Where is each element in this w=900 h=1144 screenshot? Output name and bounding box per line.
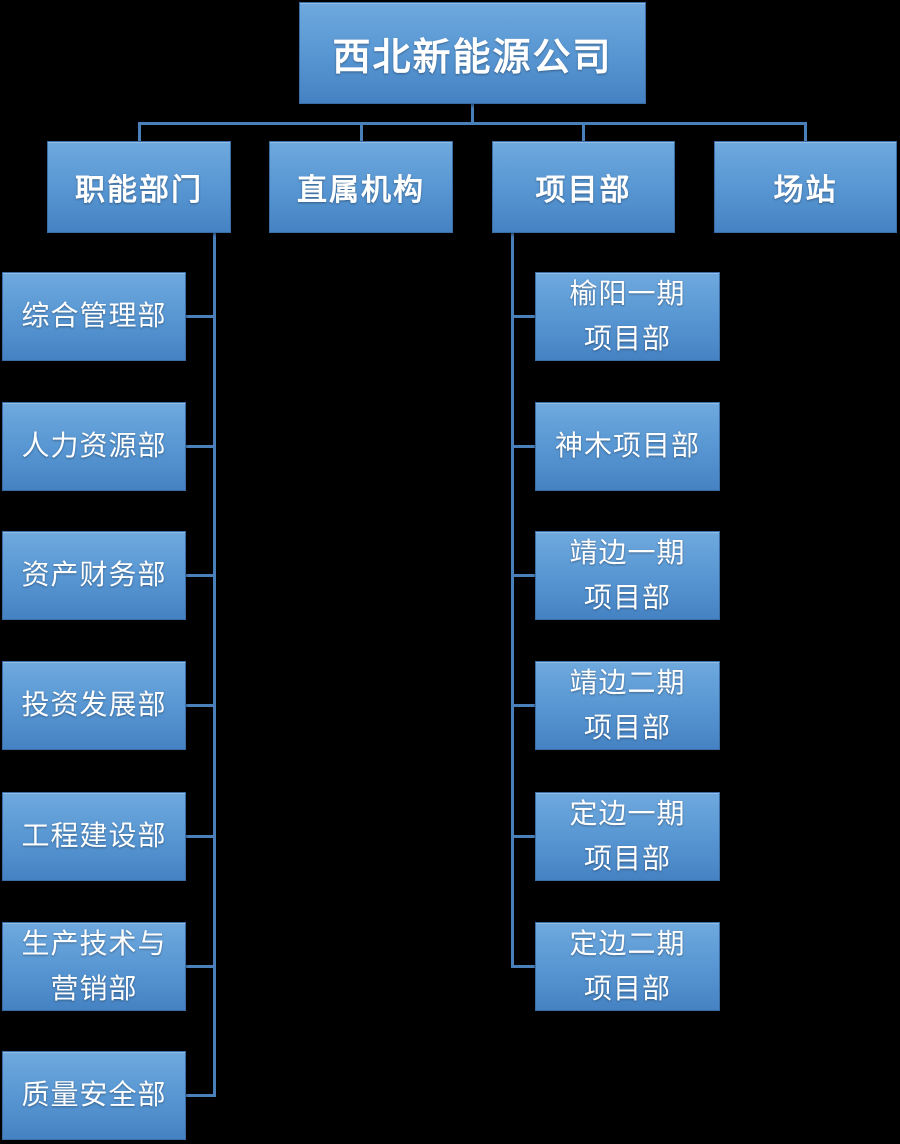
node-label: 靖边二期 项目部	[569, 665, 686, 744]
node-dingbian-phase2-project: 定边二期 项目部	[535, 922, 720, 1011]
node-project-departments: 项目部	[492, 141, 675, 233]
node-yuyang-phase1-project: 榆阳一期 项目部	[535, 272, 720, 361]
node-label: 工程建设部	[21, 819, 167, 853]
node-label: 定边一期 项目部	[569, 796, 686, 875]
connector-level2-horizontal	[138, 122, 807, 125]
node-label: 神木项目部	[554, 429, 700, 463]
connector-stub-project-6	[511, 965, 537, 968]
node-direct-institutions: 直属机构	[269, 141, 453, 233]
node-investment-development-dept: 投资发展部	[2, 661, 186, 750]
connector-stub-project-2	[511, 445, 537, 448]
node-engineering-construction-dept: 工程建设部	[2, 792, 186, 881]
node-quality-safety-dept: 质量安全部	[2, 1051, 186, 1140]
node-shenmu-project: 神木项目部	[535, 402, 720, 491]
connector-drop-stations	[804, 122, 807, 141]
node-label: 综合管理部	[21, 299, 167, 333]
connector-stub-functional-5	[186, 835, 216, 838]
node-label: 生产技术与 营销部	[21, 926, 167, 1005]
node-company-root: 西北新能源公司	[299, 2, 646, 104]
node-label: 职能部门	[75, 173, 203, 208]
node-label: 质量安全部	[21, 1078, 167, 1112]
node-jingbian-phase1-project: 靖边一期 项目部	[535, 531, 720, 620]
connector-drop-project	[582, 122, 585, 141]
connector-stub-functional-6	[186, 965, 216, 968]
connector-stub-functional-2	[186, 445, 216, 448]
connector-functional-trunk	[213, 233, 216, 1097]
node-functional-departments: 职能部门	[47, 141, 231, 233]
connector-stub-functional-4	[186, 704, 216, 707]
connector-stub-functional-7	[186, 1094, 216, 1097]
node-label: 投资发展部	[21, 688, 167, 722]
node-human-resources-dept: 人力资源部	[2, 402, 186, 491]
connector-drop-functional	[138, 122, 141, 141]
node-label: 项目部	[535, 173, 632, 208]
connector-root-stub	[471, 103, 474, 123]
node-label: 直属机构	[297, 173, 425, 208]
node-label: 场站	[773, 173, 838, 208]
node-label: 资产财务部	[21, 558, 167, 592]
connector-stub-functional-3	[186, 574, 216, 577]
connector-project-trunk	[511, 233, 514, 968]
node-assets-finance-dept: 资产财务部	[2, 531, 186, 620]
connector-stub-project-5	[511, 835, 537, 838]
node-company-root-label: 西北新能源公司	[332, 34, 613, 79]
node-dingbian-phase1-project: 定边一期 项目部	[535, 792, 720, 881]
node-label: 榆阳一期 项目部	[569, 276, 686, 355]
node-label: 定边二期 项目部	[569, 926, 686, 1005]
connector-stub-project-4	[511, 704, 537, 707]
node-stations: 场站	[714, 141, 897, 233]
node-production-tech-marketing-dept: 生产技术与 营销部	[2, 922, 186, 1011]
connector-stub-functional-1	[186, 315, 216, 318]
node-label: 人力资源部	[21, 429, 167, 463]
node-general-management-dept: 综合管理部	[2, 272, 186, 361]
connector-drop-direct	[360, 122, 363, 141]
connector-stub-project-3	[511, 574, 537, 577]
node-label: 靖边一期 项目部	[569, 535, 686, 614]
node-jingbian-phase2-project: 靖边二期 项目部	[535, 661, 720, 750]
connector-stub-project-1	[511, 315, 537, 318]
